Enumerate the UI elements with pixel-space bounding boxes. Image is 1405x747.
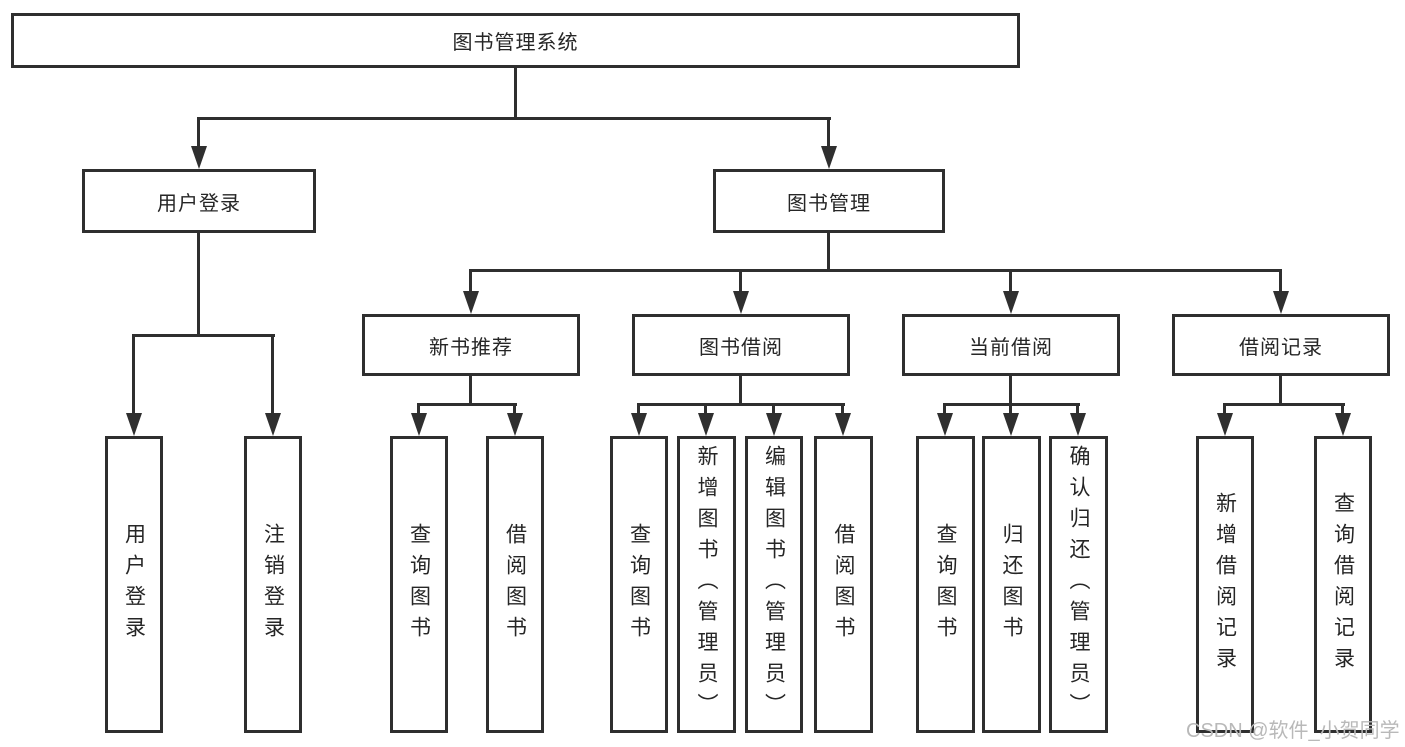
node-book-borrowing: 图书借阅: [632, 314, 850, 376]
connector-drop: [1076, 405, 1079, 417]
connector-root-stub: [514, 68, 517, 119]
node-new-book-recommend-label: 新书推荐: [429, 336, 513, 359]
node-borrow-records-label: 借阅记录: [1239, 336, 1323, 359]
arrow-down-icon: [126, 413, 142, 436]
connector-current-borrowing-branch: [943, 403, 1080, 406]
leaf-add-book-admin: 新增图书（管理员）: [677, 436, 736, 733]
connector-book-borrowing-branch: [637, 403, 845, 406]
leaf-borrow-books-recommend-label: 借阅图书: [503, 522, 527, 647]
connector-new-book-stub: [469, 376, 472, 406]
connector-drop: [1279, 271, 1282, 293]
connector-drop: [1009, 271, 1012, 293]
connector-drop: [827, 119, 830, 149]
connector-root-branch: [197, 117, 831, 120]
connector-new-book-branch: [417, 403, 517, 406]
leaf-user-login: 用户登录: [105, 436, 163, 733]
arrow-down-icon: [1273, 291, 1289, 314]
leaf-add-book-admin-label: 新增图书（管理员）: [695, 445, 718, 724]
connector-drop: [1341, 405, 1344, 417]
arrow-down-icon: [821, 146, 837, 169]
node-user-login: 用户登录: [82, 169, 316, 233]
leaf-borrow-books-borrowing-label: 借阅图书: [832, 522, 855, 647]
arrow-down-icon: [265, 413, 281, 436]
connector-user-login-stub: [197, 233, 200, 336]
leaf-add-borrow-record: 新增借阅记录: [1196, 436, 1254, 733]
connector-drop: [469, 271, 472, 293]
leaf-query-borrow-record: 查询借阅记录: [1314, 436, 1372, 733]
csdn-watermark: CSDN @软件_小贺同学: [1186, 720, 1400, 742]
leaf-edit-book-admin-label: 编辑图书（管理员）: [762, 445, 786, 724]
arrow-down-icon: [766, 413, 782, 436]
leaf-logout: 注销登录: [244, 436, 302, 733]
node-book-management-label: 图书管理: [787, 192, 871, 215]
leaf-edit-book-admin: 编辑图书（管理员）: [745, 436, 803, 733]
leaf-confirm-return-admin: 确认归还（管理员）: [1049, 436, 1108, 733]
leaf-logout-label: 注销登录: [261, 522, 285, 647]
leaf-query-books-current-label: 查询图书: [934, 522, 957, 647]
arrow-down-icon: [1335, 413, 1351, 436]
connector-borrow-records-branch: [1223, 403, 1345, 406]
node-user-login-label: 用户登录: [157, 192, 241, 215]
connector-drop: [772, 405, 775, 417]
connector-drop: [704, 405, 707, 417]
arrow-down-icon: [937, 413, 953, 436]
leaf-query-books-recommend-label: 查询图书: [407, 522, 431, 647]
leaf-user-login-label: 用户登录: [122, 522, 146, 647]
arrow-down-icon: [191, 146, 207, 169]
node-book-management: 图书管理: [713, 169, 945, 233]
node-current-borrowing-label: 当前借阅: [969, 336, 1053, 359]
connector-drop: [841, 405, 844, 417]
arrow-down-icon: [698, 413, 714, 436]
connector-drop: [637, 405, 640, 417]
connector-drop: [197, 119, 200, 149]
leaf-query-borrow-record-label: 查询借阅记录: [1331, 491, 1355, 678]
arrow-down-icon: [1217, 413, 1233, 436]
arrow-down-icon: [1003, 413, 1019, 436]
node-root: 图书管理系统: [11, 13, 1020, 68]
connector-drop: [1009, 405, 1012, 417]
leaf-query-books-borrowing: 查询图书: [610, 436, 668, 733]
connector-user-login-branch: [132, 334, 275, 337]
arrow-down-icon: [463, 291, 479, 314]
connector-drop: [132, 336, 135, 416]
leaf-borrow-books-borrowing: 借阅图书: [814, 436, 873, 733]
connector-book-borrowing-stub: [739, 376, 742, 406]
arrow-down-icon: [835, 413, 851, 436]
arrow-down-icon: [1003, 291, 1019, 314]
leaf-confirm-return-admin-label: 确认归还（管理员）: [1067, 445, 1090, 724]
connector-drop: [513, 405, 516, 417]
leaf-add-borrow-record-label: 新增借阅记录: [1213, 491, 1237, 678]
connector-book-mgmt-branch: [469, 269, 1282, 272]
node-borrow-records: 借阅记录: [1172, 314, 1390, 376]
arrow-down-icon: [507, 413, 523, 436]
leaf-borrow-books-recommend: 借阅图书: [486, 436, 544, 733]
leaf-query-books-borrowing-label: 查询图书: [627, 522, 651, 647]
leaf-return-books-label: 归还图书: [1000, 522, 1023, 647]
connector-drop: [739, 271, 742, 293]
leaf-query-books-current: 查询图书: [916, 436, 975, 733]
connector-drop: [417, 405, 420, 417]
arrow-down-icon: [411, 413, 427, 436]
connector-current-borrowing-stub: [1009, 376, 1012, 406]
node-book-borrowing-label: 图书借阅: [699, 336, 783, 359]
arrow-down-icon: [1070, 413, 1086, 436]
connector-drop: [271, 336, 274, 416]
leaf-return-books: 归还图书: [982, 436, 1041, 733]
connector-borrow-records-stub: [1279, 376, 1282, 406]
connector-drop: [943, 405, 946, 417]
connector-drop: [1223, 405, 1226, 417]
leaf-query-books-recommend: 查询图书: [390, 436, 448, 733]
arrow-down-icon: [733, 291, 749, 314]
node-current-borrowing: 当前借阅: [902, 314, 1120, 376]
connector-book-mgmt-stub: [827, 233, 830, 271]
arrow-down-icon: [631, 413, 647, 436]
node-root-label: 图书管理系统: [452, 32, 579, 54]
node-new-book-recommend: 新书推荐: [362, 314, 580, 376]
